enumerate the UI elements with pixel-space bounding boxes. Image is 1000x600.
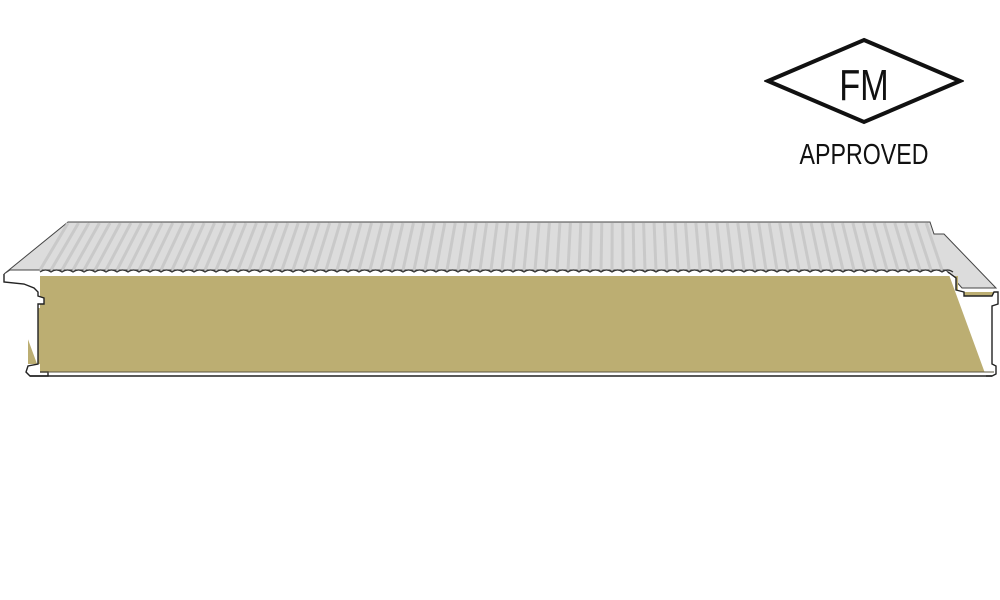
panel-rib [203, 222, 227, 271]
panel-rib [642, 222, 647, 271]
panel-rib [489, 222, 499, 271]
panel-rib [60, 222, 91, 271]
panel-rib [788, 222, 801, 271]
panel-rib [599, 222, 604, 271]
panel-rib [280, 222, 300, 271]
panel-right-joint [947, 271, 999, 377]
panel-rib [872, 222, 889, 271]
panel-rib [291, 222, 311, 271]
panel-rib [71, 222, 101, 271]
panel-rib [809, 222, 823, 271]
panel-rib [522, 222, 530, 271]
panel-rib [313, 222, 332, 271]
panel-rib [170, 222, 195, 271]
panel-rib [379, 222, 394, 271]
panel-rib [652, 222, 658, 271]
panel-rib [137, 222, 164, 271]
panel-rib [456, 222, 468, 271]
panel-rib [851, 222, 867, 271]
panel-rib [247, 222, 269, 271]
panel-rib [511, 222, 520, 271]
panel-rib [467, 222, 478, 271]
panel-rib [715, 222, 724, 271]
panel-rib [830, 222, 845, 271]
panel-rib [663, 222, 669, 271]
panel-rib [126, 222, 154, 271]
fm-mark-label: FM [839, 61, 889, 110]
panel-rib [767, 222, 779, 271]
panel-rib [725, 222, 735, 271]
panel-rib [324, 222, 342, 271]
panel-rib [181, 222, 206, 271]
panel-rib [533, 222, 541, 271]
fm-approved-badge: FM APPROVED [764, 36, 964, 170]
panel-rib [924, 222, 944, 271]
approved-label: APPROVED [799, 139, 929, 171]
panel-rib [588, 222, 593, 271]
diamond-icon [764, 37, 964, 125]
panel-rib [302, 222, 321, 271]
panel-rib [746, 222, 757, 271]
panel-rib [192, 222, 216, 271]
panel-rib [38, 222, 70, 271]
panel-rib [631, 222, 636, 271]
panel-rib [684, 222, 691, 271]
panel-rib [115, 222, 143, 271]
insulated-sandwich-panel-icon [3, 221, 999, 377]
panel-rib [778, 222, 790, 271]
panel-rib [882, 222, 900, 271]
panel-rib [577, 222, 583, 271]
panel-rib [694, 222, 702, 271]
insulation-core [28, 276, 994, 372]
panel-rib [434, 222, 447, 271]
panel-rib [423, 222, 436, 271]
panel-rib [445, 222, 457, 271]
panel-rib [914, 222, 933, 271]
panel-rib [704, 222, 713, 271]
panel-rib [148, 222, 175, 271]
panel-rib [412, 222, 426, 271]
panel-rib [861, 222, 878, 271]
panel-rib [214, 222, 237, 271]
panel-rib [335, 222, 353, 271]
panel-rib [820, 222, 834, 271]
panel-rib [93, 222, 122, 271]
panel-rib [368, 222, 384, 271]
panel-rib [269, 222, 290, 271]
panel-rib [236, 222, 258, 271]
panel-rib [893, 222, 911, 271]
panel-rib [757, 222, 768, 271]
panel-rib [258, 222, 279, 271]
panel-rib [673, 222, 680, 271]
panel-rib [104, 222, 133, 271]
panel-rib [357, 222, 373, 271]
panel-rib [478, 222, 489, 271]
panel-rib [390, 222, 405, 271]
panel-rib [736, 222, 746, 271]
panel-rib [225, 222, 248, 271]
panel-rib [49, 222, 80, 271]
panel-rib [566, 222, 572, 271]
panel-rib [159, 222, 185, 271]
panel-rib [903, 222, 922, 271]
panel-rib [82, 222, 112, 271]
panel-rib [346, 222, 363, 271]
panel-rib [500, 222, 510, 271]
panel-top-steel-face [3, 221, 998, 289]
panel-ribs [38, 222, 944, 271]
panel-rib [841, 222, 856, 271]
panel-rib [799, 222, 812, 271]
panel-top-edge [39, 269, 954, 273]
panel-rib [544, 222, 551, 271]
panel-rib [401, 222, 415, 271]
panel-rib [555, 222, 562, 271]
